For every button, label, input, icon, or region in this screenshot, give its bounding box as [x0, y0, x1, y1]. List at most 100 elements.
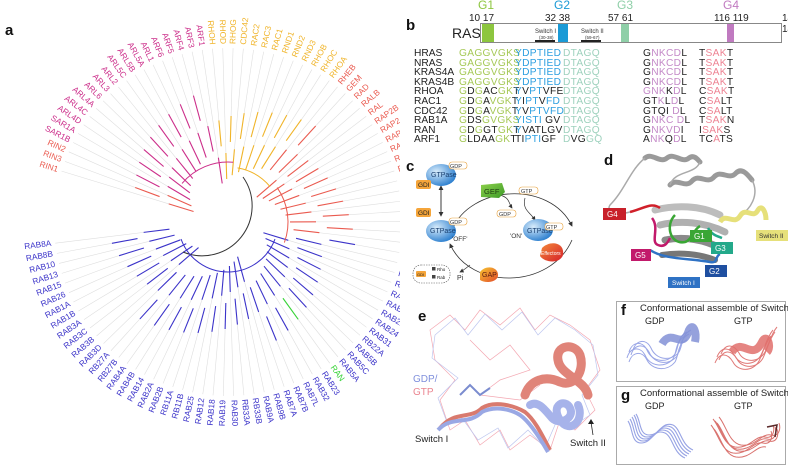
tree-branch	[188, 140, 201, 165]
tree-branch	[168, 114, 182, 138]
tree-branch	[256, 179, 277, 198]
tree-leaf-label: CDC42	[238, 17, 250, 45]
tree-leaf-label: RAC3	[259, 25, 273, 49]
tree-clade-rho	[237, 167, 271, 187]
panel-f-title: Conformational assemble of Switch II	[640, 303, 788, 314]
motif-sequence-g4: GTKLDL	[643, 96, 685, 107]
panel-f-label: f	[621, 302, 626, 319]
panel-d-label: d	[604, 152, 614, 169]
ras-label: RAS	[452, 25, 481, 41]
tree-branch	[155, 239, 181, 250]
gdi-mid	[416, 208, 431, 217]
motif-label-g1: G1	[477, 0, 494, 12]
tree-branch	[135, 186, 160, 198]
tree-root-arc	[182, 176, 253, 257]
motif-sequence-g1: GDGGTGKT	[459, 124, 520, 136]
tree-branch	[245, 145, 255, 171]
tree-branch	[269, 149, 287, 171]
tree-leaf-label: RB33A	[240, 399, 252, 427]
tree-branch	[273, 114, 288, 139]
tree-branch	[139, 299, 158, 320]
switch1-ensembles	[627, 413, 781, 459]
switch2-annotation: Switch II	[570, 438, 606, 449]
tree-branch	[249, 287, 260, 313]
panel-b-alignment: b RAS Switch I(30-38)Switch II(59-67) G1…	[400, 0, 788, 150]
motif-sequence-g3: DTAGQ	[563, 76, 600, 88]
motif-sequence-g5: CSALT	[699, 96, 733, 107]
phylogenetic-tree: RIN1RIN3RIN2SAR1BSAR1AARL4DARL4CARL4AARL…	[24, 17, 400, 427]
effectors-shape	[540, 243, 564, 262]
motif-sequence-g1: GLDAAGKT	[459, 134, 517, 146]
motif-sequence-g1: GDGAVGKT	[459, 96, 519, 107]
tree-branch	[138, 161, 162, 178]
sequence-name: NRAS	[414, 57, 443, 69]
motif-sequence-g3: DTAGQ	[563, 105, 600, 117]
tree-leaf-label: RAB6C	[397, 268, 400, 286]
motif-sequence-g4: GNKCDL	[643, 67, 688, 79]
switch1-bar-label: Switch I	[535, 29, 557, 35]
tree-branch	[295, 168, 319, 183]
motif-sequence-g1: GDSGVGKS	[459, 115, 520, 127]
tree-leaf-label: RIT2	[393, 148, 400, 164]
tree-branch	[225, 153, 228, 180]
effectors-label: Effectors	[541, 251, 561, 257]
tree-branch	[285, 211, 312, 216]
tree-branch	[250, 111, 259, 138]
motif-label-g2: G2	[553, 0, 570, 12]
g5-tag	[631, 249, 651, 261]
tree-branch	[153, 303, 170, 326]
gtpase-top-label: GTPase	[431, 172, 457, 179]
tree-branch	[178, 247, 199, 266]
motif-sequence-g4: GTQI DL	[643, 105, 686, 117]
tree-leaf-label: RAB20	[389, 288, 400, 308]
tree-branch	[167, 185, 191, 201]
legend-rho: Rho	[437, 267, 446, 272]
tree-branch	[211, 272, 218, 299]
panel-g-title: Conformational assemble of Switch I	[640, 388, 788, 399]
motif-sequence-g2: TIPTIGF	[515, 134, 557, 146]
gtp-legend: GTP	[413, 387, 434, 398]
gdi-mid-label: GDI	[418, 210, 430, 217]
sequence-name: KRAS4A	[414, 67, 455, 79]
gtp-incoming-tag: GTP	[521, 189, 533, 195]
motif-range-g5: 145 147	[782, 13, 788, 35]
motif-sequence-g1: GAGGVGKS	[459, 57, 521, 69]
motif-sequence-g4: GNKKDL	[643, 86, 687, 98]
gtpase-off	[426, 220, 456, 242]
tree-leaf-label: RIT1	[396, 159, 400, 174]
tree-branch	[275, 307, 289, 331]
tree-branch	[274, 194, 300, 206]
tree-branch	[170, 245, 193, 262]
tree-branch	[118, 247, 145, 257]
motif-sequence-g3: DTAGQ	[563, 67, 600, 79]
switch2-bar-label: Switch II	[581, 29, 604, 35]
tree-leaf-label: ARF1	[194, 24, 207, 47]
tree-branch	[295, 237, 322, 245]
tree-branch	[233, 261, 239, 288]
motif-sequence-g2: YVPTVFE	[515, 86, 564, 98]
motif-sequence-g5: TSAKT	[699, 76, 734, 88]
tree-leaf-label: RAB30	[230, 400, 241, 427]
sequence-name: KRAS4B	[414, 76, 455, 88]
tree-branch	[192, 95, 201, 121]
tree-branch	[280, 202, 306, 210]
switch1-tag	[668, 277, 700, 288]
tree-branch	[218, 120, 222, 147]
g4-tag	[603, 208, 626, 220]
g2-tag	[705, 265, 727, 277]
gdp-legend: GDP/	[413, 374, 438, 385]
motif-range-g1: 10 17	[469, 13, 495, 24]
gdi-top	[416, 180, 431, 189]
tree-clade-rab	[180, 238, 276, 273]
switch2-ensembles	[626, 323, 778, 370]
panel-g-label: g	[621, 387, 631, 404]
sequence-name: HRAS	[414, 48, 443, 59]
tree-branch	[262, 183, 285, 199]
tree-branch	[171, 167, 192, 187]
tree-branch	[266, 251, 289, 268]
motif-sequence-g5: ISAKS	[699, 124, 731, 136]
tree-clade-ras	[276, 187, 289, 243]
motif-sequence-g1: GAGGVGKS	[459, 67, 521, 79]
tree-branch	[149, 234, 175, 242]
tree-branch	[181, 148, 197, 172]
